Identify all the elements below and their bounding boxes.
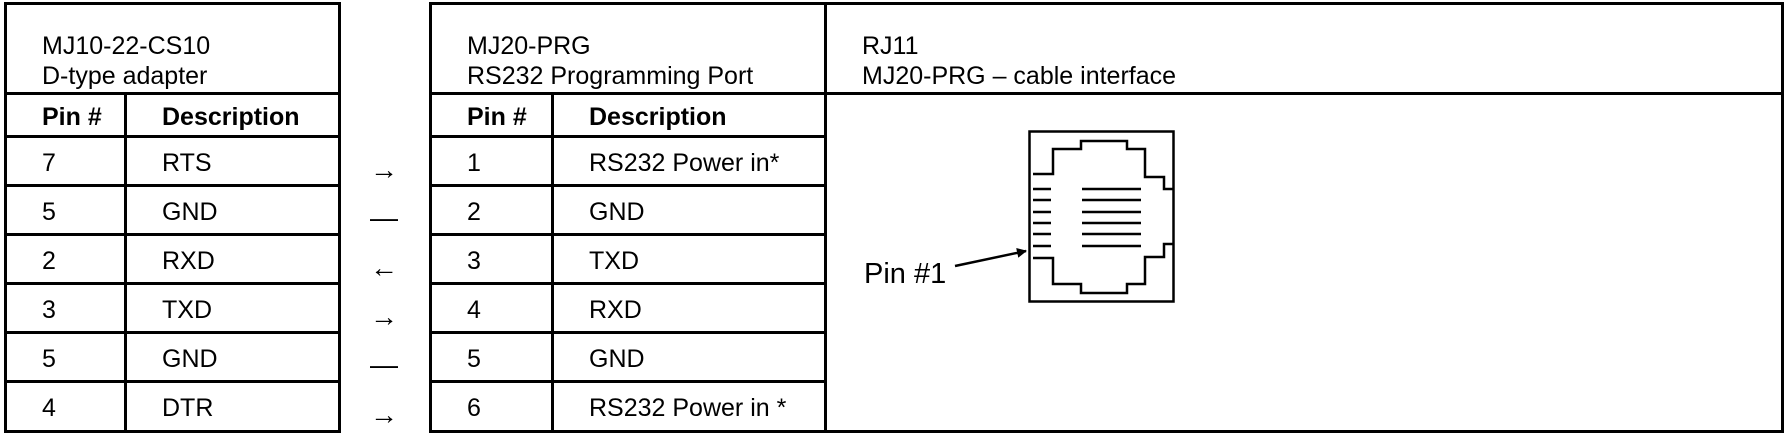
description-cell: RXD bbox=[589, 296, 642, 324]
arrow-right-icon: → bbox=[370, 399, 398, 430]
description-cell: RS232 Power in * bbox=[589, 394, 787, 422]
divider bbox=[824, 92, 1784, 95]
pin-cell: 7 bbox=[42, 149, 56, 177]
left-table-subtitle: D-type adapter bbox=[42, 62, 208, 90]
pin-cell: 4 bbox=[42, 394, 56, 422]
divider bbox=[4, 233, 341, 236]
description-cell: TXD bbox=[589, 247, 639, 275]
description-cell: RS232 Power in* bbox=[589, 149, 780, 177]
arrow-right-icon: → bbox=[370, 301, 398, 332]
divider bbox=[429, 331, 827, 334]
pin-cell: 6 bbox=[467, 394, 481, 422]
divider bbox=[4, 184, 341, 187]
description-cell: DTR bbox=[162, 394, 214, 422]
divider bbox=[429, 135, 827, 138]
pin-cell: 2 bbox=[467, 198, 481, 226]
middle-table-title: MJ20-PRG bbox=[467, 32, 591, 60]
column-divider bbox=[124, 92, 127, 433]
divider bbox=[4, 135, 341, 138]
rj11-title: RJ11 bbox=[862, 32, 919, 60]
header-pin: Pin # bbox=[42, 103, 102, 131]
description-cell: RXD bbox=[162, 247, 215, 275]
divider bbox=[4, 282, 341, 285]
connector-outline bbox=[1028, 130, 1175, 303]
pin-cell: 4 bbox=[467, 296, 481, 324]
divider bbox=[429, 184, 827, 187]
header-description: Description bbox=[589, 103, 727, 131]
arrow-left-icon: ← bbox=[370, 252, 398, 283]
divider bbox=[429, 92, 827, 95]
pin-cell: 1 bbox=[467, 149, 481, 177]
description-cell: TXD bbox=[162, 296, 212, 324]
line-icon: — bbox=[370, 202, 398, 233]
rj11-subtitle: MJ20-PRG – cable interface bbox=[862, 62, 1177, 90]
description-cell: RTS bbox=[162, 149, 212, 177]
description-cell: GND bbox=[162, 198, 218, 226]
pin-cell: 3 bbox=[42, 296, 56, 324]
divider bbox=[4, 380, 341, 383]
left-table-title: MJ10-22-CS10 bbox=[42, 32, 211, 60]
connector-cavity bbox=[1033, 139, 1173, 191]
left-table-border bbox=[4, 2, 341, 433]
pin-cell: 3 bbox=[467, 247, 481, 275]
pin-cell: 2 bbox=[42, 247, 56, 275]
arrow-right-icon: → bbox=[370, 154, 398, 185]
pin-cell: 5 bbox=[467, 345, 481, 373]
header-description: Description bbox=[162, 103, 300, 131]
divider bbox=[4, 331, 341, 334]
description-cell: GND bbox=[162, 345, 218, 373]
middle-table-subtitle: RS232 Programming Port bbox=[467, 62, 754, 90]
rj11-panel-border bbox=[824, 2, 1784, 433]
contact-lines bbox=[1033, 187, 1141, 248]
header-pin: Pin # bbox=[467, 103, 527, 131]
description-cell: GND bbox=[589, 345, 645, 373]
connector-cavity bbox=[1033, 242, 1173, 295]
line-icon: — bbox=[370, 349, 398, 380]
pin-cell: 5 bbox=[42, 198, 56, 226]
pin1-label: Pin #1 bbox=[864, 258, 947, 290]
divider bbox=[429, 380, 827, 383]
divider bbox=[429, 233, 827, 236]
description-cell: GND bbox=[589, 198, 645, 226]
column-divider bbox=[551, 92, 554, 433]
divider bbox=[429, 282, 827, 285]
pin-cell: 5 bbox=[42, 345, 56, 373]
pin1-pointer-arrow-icon bbox=[954, 247, 1027, 268]
divider bbox=[4, 92, 341, 95]
